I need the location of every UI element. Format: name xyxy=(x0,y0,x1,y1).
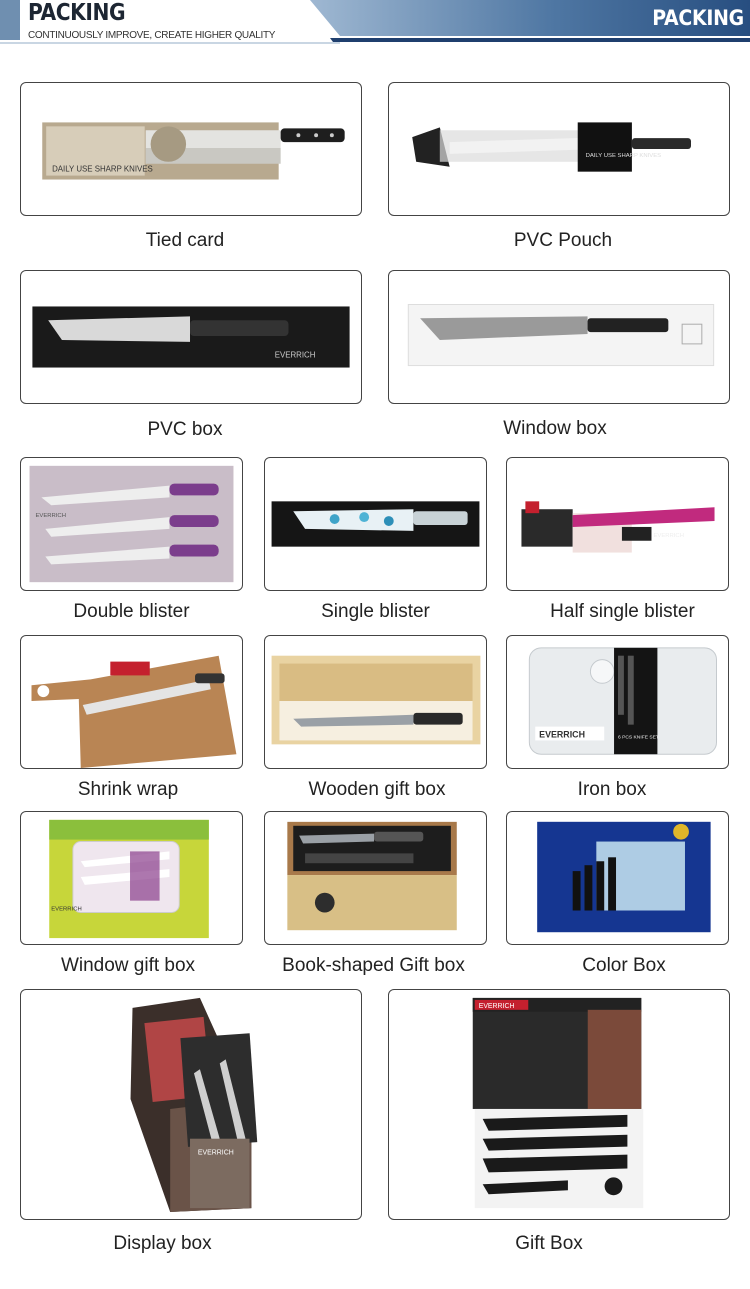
book-shaped-gift-box-image xyxy=(264,811,487,945)
gift-box-image: EVERRICH xyxy=(388,989,730,1220)
single-blister-image xyxy=(264,457,487,591)
header-accent-bar xyxy=(0,0,20,40)
wooden-gift-box-image xyxy=(264,635,487,769)
header-divider xyxy=(0,42,340,44)
tied-card-print: DAILY USE SHARP KNIVES xyxy=(52,165,153,174)
section-header: PACKING CONTINUOUSLY IMPROVE, CREATE HIG… xyxy=(0,0,750,46)
iron-box-image: 6 PCS KNIFE SET EVERRICH xyxy=(506,635,729,769)
double-blister-image: EVERRICH xyxy=(20,457,243,591)
label-gift-box: Gift Box xyxy=(515,1233,583,1254)
half-blister-print: EVERRICH xyxy=(653,533,684,539)
label-single-blister: Single blister xyxy=(321,601,430,622)
iron-box-print: EVERRICH xyxy=(539,729,585,739)
window-gift-box-image: EVERRICH xyxy=(20,811,243,945)
half-single-blister-image: EVERRICH xyxy=(506,457,729,591)
window-box-image xyxy=(388,270,730,404)
label-iron-box: Iron box xyxy=(577,779,647,800)
label-pvc-box: PVC box xyxy=(147,419,223,440)
label-window-gift-box: Window gift box xyxy=(60,955,196,976)
window-gift-box-print: EVERRICH xyxy=(51,907,82,913)
shrink-wrap-image xyxy=(20,635,243,769)
label-window-box: Window box xyxy=(503,418,607,439)
display-box-print: EVERRICH xyxy=(198,1150,234,1157)
color-box-image xyxy=(506,811,729,945)
display-box-image: EVERRICH xyxy=(20,989,362,1220)
label-color-box: Color Box xyxy=(582,955,666,976)
header-banner-title: PACKING xyxy=(652,6,744,30)
label-shrink-wrap: Shrink wrap xyxy=(77,779,179,800)
iron-box-print-2: 6 PCS KNIFE SET xyxy=(618,734,659,740)
header-title: PACKING xyxy=(28,0,126,26)
header-subtitle: CONTINUOUSLY IMPROVE, CREATE HIGHER QUAL… xyxy=(28,30,276,41)
header-banner-underline xyxy=(330,38,750,42)
gift-box-print: EVERRICH xyxy=(479,1003,515,1010)
label-book-shaped-gift-box: Book-shaped Gift box xyxy=(282,955,465,976)
label-half-single-blister: Half single blister xyxy=(550,601,695,622)
label-pvc-pouch: PVC Pouch xyxy=(513,230,613,251)
label-double-blister: Double blister xyxy=(73,601,190,622)
label-wooden-gift-box: Wooden gift box xyxy=(308,779,446,800)
label-tied-card: Tied card xyxy=(145,230,225,251)
pvc-pouch-image: DAILY USE SHARP KNIVES xyxy=(388,82,730,216)
pvc-box-print: EVERRICH xyxy=(275,351,316,360)
pvc-pouch-print: DAILY USE SHARP KNIVES xyxy=(586,153,662,159)
pvc-box-image: EVERRICH xyxy=(20,270,362,404)
double-blister-print: EVERRICH xyxy=(35,513,66,519)
label-display-box: Display box xyxy=(113,1233,212,1254)
tied-card-image: DAILY USE SHARP KNIVES xyxy=(20,82,362,216)
header-banner xyxy=(310,0,750,36)
